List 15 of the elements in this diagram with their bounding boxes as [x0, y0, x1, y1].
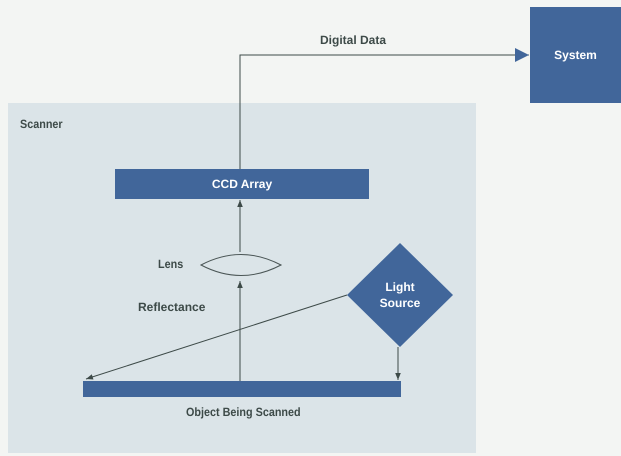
scanned-object	[83, 381, 401, 421]
system-box: System	[530, 7, 621, 103]
arrow	[395, 346, 401, 380]
sensor-bar: CCD Array	[115, 169, 369, 199]
arrow	[86, 294, 348, 380]
edge-label: Reflectance	[136, 300, 208, 314]
arrow	[237, 280, 243, 382]
edge-label: Digital Data	[318, 33, 388, 47]
lens-label: Lens	[158, 257, 184, 271]
light-source-diamond: Light Source	[347, 243, 453, 347]
scanner-panel	[8, 103, 476, 453]
arrow	[240, 48, 530, 170]
object-label: Object Being Scanned	[186, 405, 301, 419]
arrow	[237, 200, 243, 252]
panel-title: Scanner	[20, 117, 63, 131]
